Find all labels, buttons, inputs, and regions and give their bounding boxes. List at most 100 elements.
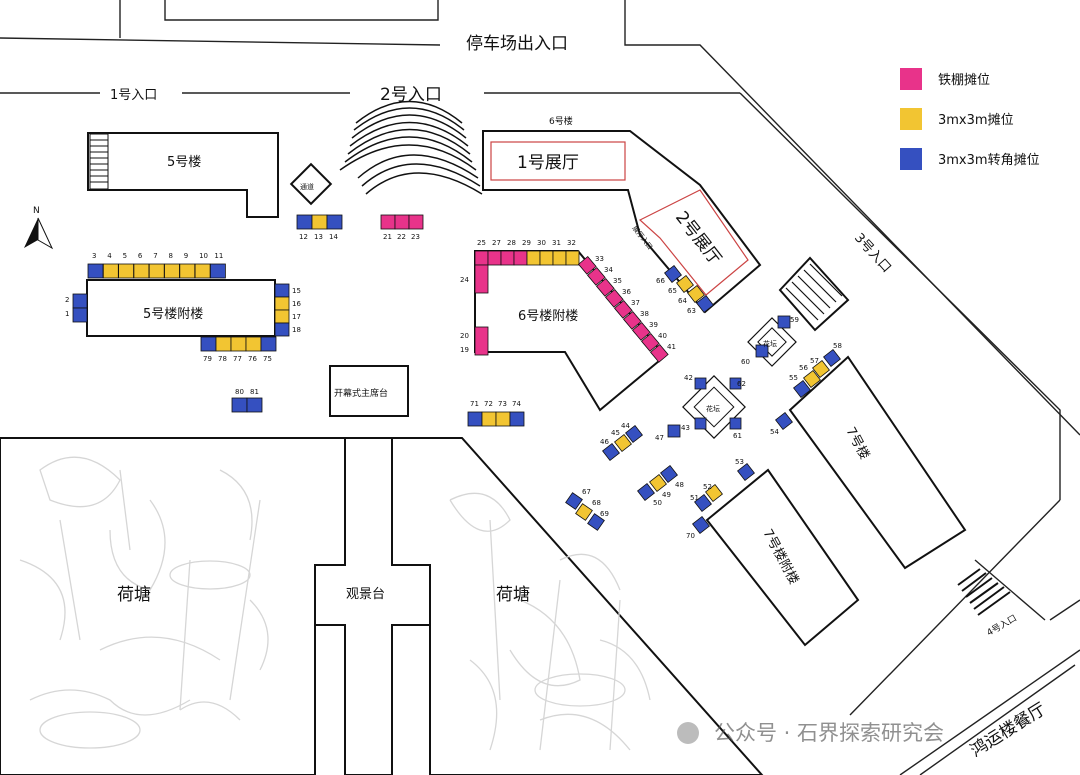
booth: [552, 250, 567, 266]
wechat-icon: [677, 722, 699, 744]
booth: [260, 336, 277, 352]
legend-label-iron: 铁棚摊位: [938, 73, 990, 88]
booth-number: 78: [218, 355, 227, 363]
booth: [179, 263, 196, 279]
booth: [604, 288, 624, 308]
booth: [622, 310, 642, 330]
booth-number: 12: [299, 233, 308, 241]
booth-number: 27: [492, 239, 501, 247]
booth: [394, 214, 410, 230]
booth: [487, 250, 502, 266]
booth-number: 9: [184, 252, 188, 260]
legend: 铁棚摊位 3mx3m摊位 3mx3m转角摊位: [900, 68, 1040, 170]
legend-label-corner: 3mx3m转角摊位: [938, 153, 1040, 168]
building-5: [87, 132, 279, 218]
restaurant-outline: [919, 664, 1076, 775]
booth-number: 36: [622, 288, 631, 296]
booth-number: 34: [604, 266, 613, 274]
booth-number: 73: [498, 400, 507, 408]
booth: [803, 370, 821, 388]
booth: [72, 293, 88, 309]
booth-number: 57: [810, 357, 819, 365]
booth-number: 13: [314, 233, 323, 241]
booth: [380, 214, 396, 230]
booth-number: 37: [631, 299, 640, 307]
booth-number: 62: [737, 380, 746, 388]
booth: [118, 263, 134, 279]
booth: [526, 250, 541, 266]
booth-number: 8: [169, 252, 173, 260]
booth-number: 21: [383, 233, 392, 241]
watermark-text: 公众号 · 石界探索研究会: [714, 721, 944, 745]
booth-number: 31: [552, 239, 561, 247]
booth: [326, 214, 343, 230]
restaurant-label: 鸿运楼餐厅: [967, 699, 1050, 761]
booth-number: 66: [656, 277, 665, 285]
pond-left: [0, 437, 346, 775]
stairs-right: [778, 256, 850, 332]
booth: [72, 307, 88, 323]
booth: [513, 250, 528, 266]
booth: [274, 283, 290, 298]
booth: [660, 465, 678, 483]
booth-number: 80: [235, 388, 244, 396]
booth-number: 79: [203, 355, 212, 363]
booth-number: 81: [250, 388, 259, 396]
booth: [467, 411, 483, 427]
booth-number: 14: [329, 233, 338, 241]
booth-number: 32: [567, 239, 576, 247]
booth: [613, 299, 633, 319]
booth: [737, 463, 755, 481]
booth: [274, 322, 290, 337]
booth-number: 3: [92, 252, 96, 260]
building-6: [482, 130, 762, 314]
flowerbed-1-label: 花坛: [763, 339, 777, 348]
booth-number: 48: [675, 481, 684, 489]
booth-number: 53: [735, 458, 744, 466]
booth-number: 35: [613, 277, 622, 285]
booth: [614, 434, 632, 452]
booth-number: 42: [684, 374, 693, 382]
booth-number: 74: [512, 400, 521, 408]
booth: [649, 343, 669, 363]
booth-number: 47: [655, 434, 664, 442]
booth: [586, 266, 606, 286]
booth-number: 30: [537, 239, 546, 247]
booth: [649, 474, 667, 492]
booth: [474, 250, 489, 266]
booth: [602, 443, 620, 461]
booth-number: 22: [397, 233, 406, 241]
booth-number: 44: [621, 422, 630, 430]
booth: [729, 377, 742, 390]
compass-north-icon: N: [24, 206, 54, 250]
booth-number: 60: [741, 358, 750, 366]
stairs-gate4: [957, 568, 1011, 616]
booth: [230, 336, 247, 352]
booth-number: 33: [595, 255, 604, 263]
booth-number: 75: [263, 355, 272, 363]
booth: [729, 417, 742, 430]
booth: [694, 417, 707, 430]
booth-number: 65: [668, 287, 677, 295]
booth: [274, 309, 290, 324]
viewing-deck-label: 观景台: [346, 587, 385, 602]
parking-label: 停车场出入口: [466, 34, 568, 54]
pond-left-label: 荷塘: [117, 585, 151, 605]
compass-label: N: [33, 206, 40, 216]
booth: [245, 336, 262, 352]
booth: [274, 296, 290, 311]
booth: [676, 275, 694, 293]
booth: [164, 263, 180, 279]
booth-number: 4: [107, 252, 112, 260]
booth: [194, 263, 211, 279]
booths-layer: [72, 214, 841, 534]
booth: [474, 264, 489, 294]
booth-number: 5: [123, 252, 127, 260]
booth-number: 46: [600, 438, 609, 446]
booth-number: 15: [292, 287, 301, 295]
booth-number: 67: [582, 488, 591, 496]
gate4-label: 4号入口: [985, 613, 1019, 639]
booth-number: 63: [687, 307, 696, 315]
